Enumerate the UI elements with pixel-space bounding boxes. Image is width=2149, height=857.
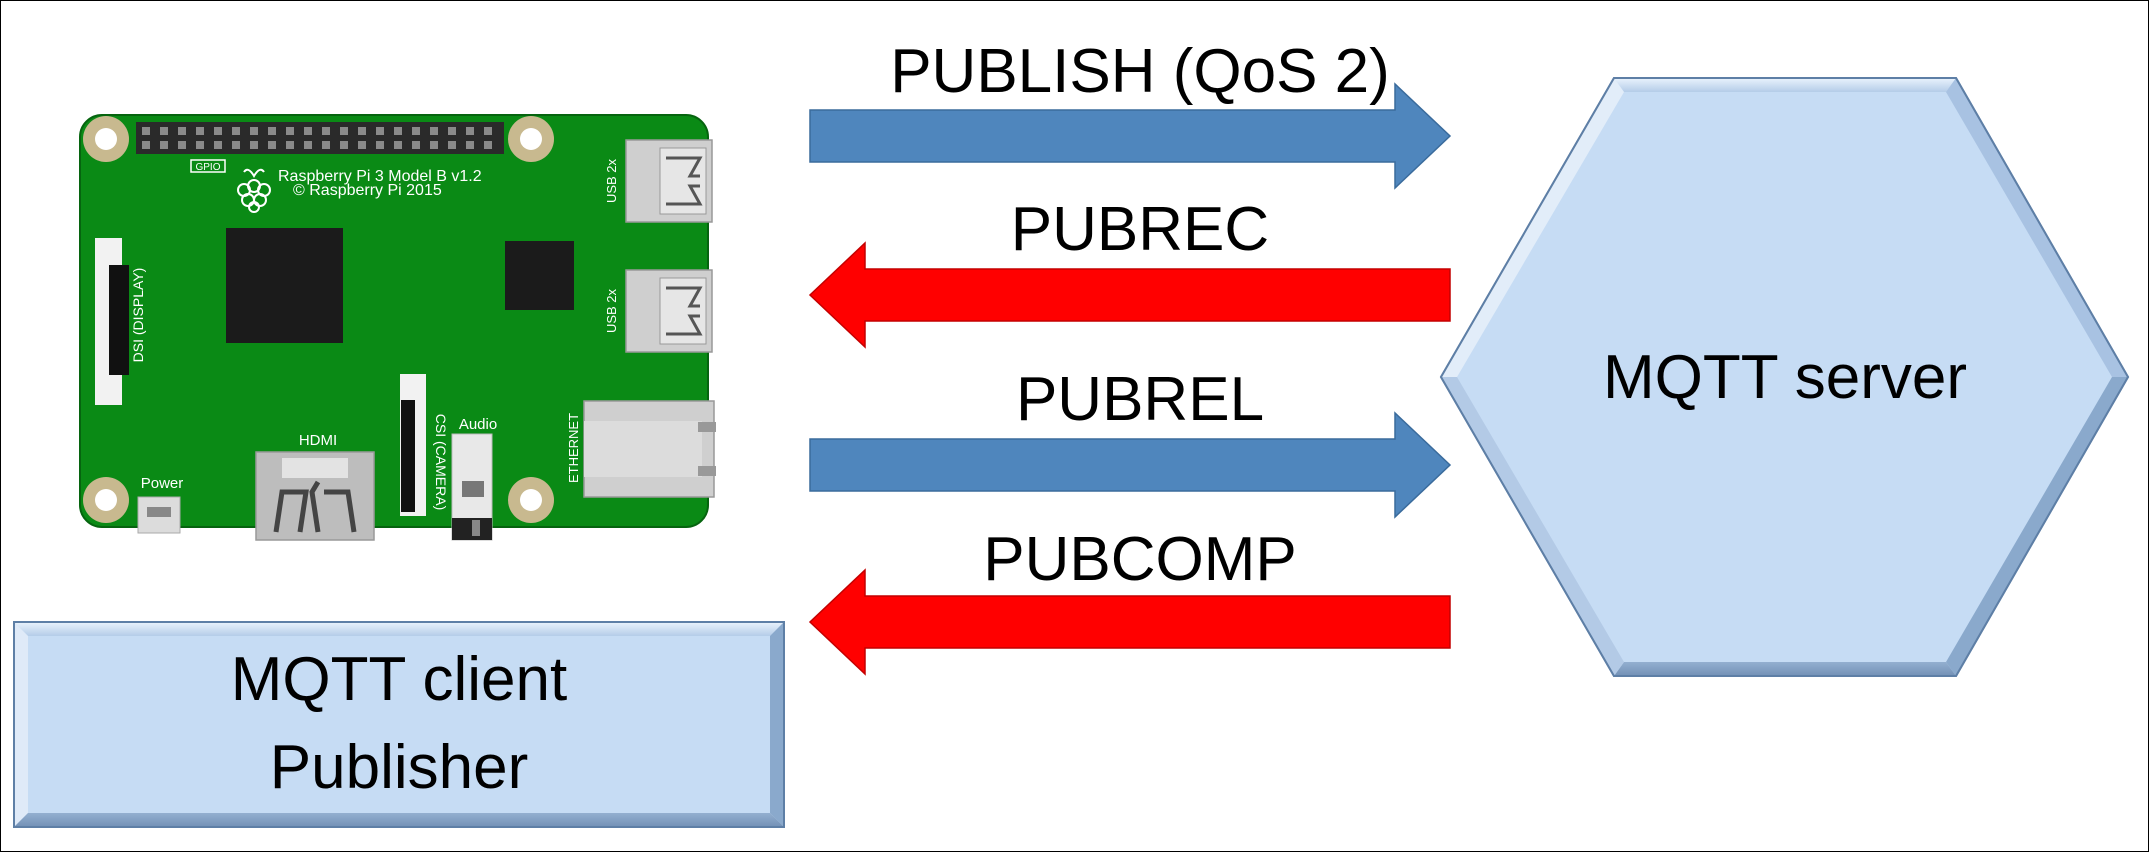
gpio-pin bbox=[214, 127, 222, 135]
power-label: Power bbox=[141, 475, 184, 492]
gpio-pin bbox=[268, 127, 276, 135]
gpio-pin bbox=[142, 127, 150, 135]
gpio-label-box bbox=[190, 159, 226, 173]
gpio-pin bbox=[322, 127, 330, 135]
audio-jack bbox=[451, 433, 493, 541]
gpio-pin bbox=[376, 141, 384, 149]
gpio-pin bbox=[358, 141, 366, 149]
gpio-pin bbox=[304, 127, 312, 135]
gpio-pin bbox=[286, 141, 294, 149]
gpio-pin bbox=[268, 141, 276, 149]
power-port bbox=[137, 496, 181, 534]
board-copyright: © Raspberry Pi 2015 bbox=[293, 182, 442, 199]
gpio-pin bbox=[214, 141, 222, 149]
gpio-pin bbox=[178, 141, 186, 149]
message-label-pubrec: PUBREC bbox=[1011, 195, 1269, 264]
gpio-pin bbox=[304, 141, 312, 149]
csi-connector bbox=[400, 374, 426, 516]
arrow-pubcomp bbox=[808, 568, 1451, 676]
gpio-pin bbox=[412, 141, 420, 149]
arrow-pubrec bbox=[808, 241, 1451, 349]
gpio-pin bbox=[232, 127, 240, 135]
gpio-pin bbox=[394, 141, 402, 149]
client-role: Publisher bbox=[270, 733, 528, 802]
gpio-pin bbox=[196, 141, 204, 149]
gpio-pin bbox=[394, 127, 402, 135]
memory-chip bbox=[505, 241, 574, 310]
audio-label: Audio bbox=[459, 416, 497, 433]
gpio-pin bbox=[430, 141, 438, 149]
dsi-label: DSI (DISPLAY) bbox=[130, 268, 146, 363]
gpio-pin bbox=[196, 127, 204, 135]
gpio-pin bbox=[358, 127, 366, 135]
gpio-pin bbox=[250, 127, 258, 135]
gpio-pin bbox=[448, 127, 456, 135]
gpio-pin bbox=[232, 141, 240, 149]
gpio-pins bbox=[142, 127, 492, 149]
gpio-pin bbox=[340, 141, 348, 149]
dsi-connector bbox=[95, 238, 129, 405]
message-label-publish: PUBLISH (QoS 2) bbox=[890, 37, 1390, 106]
soc-chip bbox=[226, 228, 343, 343]
mqtt-server-hexagon: MQTT server bbox=[1439, 77, 2130, 677]
gpio-pin bbox=[142, 141, 150, 149]
gpio-pin bbox=[160, 127, 168, 135]
gpio-pin bbox=[448, 141, 456, 149]
message-label-pubrel: PUBREL bbox=[1016, 365, 1264, 434]
usb-port-top bbox=[625, 139, 713, 223]
gpio-pin bbox=[466, 141, 474, 149]
ethernet-port bbox=[583, 400, 716, 498]
gpio-pin bbox=[160, 141, 168, 149]
arrow-pubrel bbox=[809, 411, 1452, 519]
usb-port-bottom bbox=[625, 269, 713, 353]
hdmi-port bbox=[255, 451, 375, 541]
message-label-pubcomp: PUBCOMP bbox=[983, 525, 1296, 594]
arrow-publish bbox=[809, 82, 1452, 190]
raspberry-logo-icon bbox=[237, 168, 271, 213]
mounting-holes bbox=[83, 116, 554, 523]
gpio-pin bbox=[286, 127, 294, 135]
hdmi-label: HDMI bbox=[299, 432, 337, 449]
gpio-pin bbox=[322, 141, 330, 149]
gpio-pin bbox=[250, 141, 258, 149]
gpio-pin bbox=[340, 127, 348, 135]
gpio-pin bbox=[376, 127, 384, 135]
gpio-label: GPIO bbox=[195, 162, 220, 173]
raspberry-pi-board: GPIO Raspberry Pi 3 Model B v1.2 © Raspb… bbox=[79, 114, 716, 541]
board-model: Raspberry Pi 3 Model B v1.2 bbox=[278, 168, 482, 185]
csi-label: CSI (CAMERA) bbox=[433, 414, 449, 510]
gpio-pin bbox=[466, 127, 474, 135]
gpio-pin bbox=[484, 127, 492, 135]
usb-top-label: USB 2x bbox=[604, 158, 619, 203]
client-title: MQTT client bbox=[231, 645, 567, 714]
usb-bottom-label: USB 2x bbox=[604, 288, 619, 333]
ethernet-label: ETHERNET bbox=[566, 413, 581, 483]
gpio-pin bbox=[178, 127, 186, 135]
mqtt-client-box: MQTT client Publisher bbox=[13, 621, 785, 828]
gpio-pin bbox=[430, 127, 438, 135]
gpio-pin bbox=[484, 141, 492, 149]
message-arrows: PUBLISH (QoS 2) PUBREC PUBREL PUBCOMP bbox=[808, 37, 1452, 676]
server-label: MQTT server bbox=[1603, 343, 1967, 412]
gpio-header bbox=[136, 122, 504, 154]
gpio-pin bbox=[412, 127, 420, 135]
